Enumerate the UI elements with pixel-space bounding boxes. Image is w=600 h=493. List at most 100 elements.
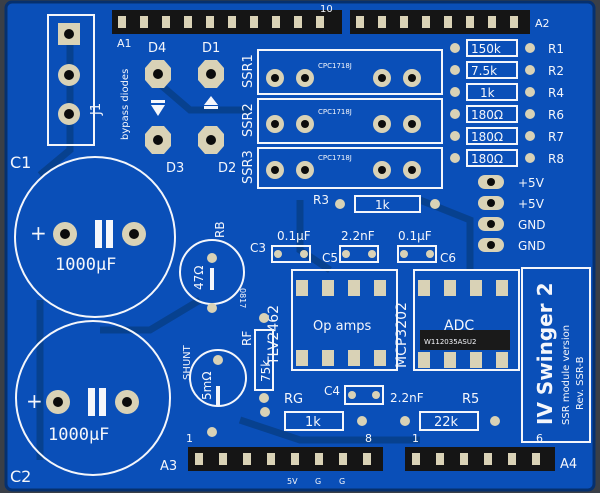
a3-label: A3 xyxy=(160,459,177,474)
r6-label: R6 xyxy=(548,108,564,122)
board-title: IV Swinger 2 xyxy=(533,283,557,425)
right-resistor-pads xyxy=(450,43,535,163)
right-resistor-bodies xyxy=(466,39,518,167)
rf-body xyxy=(254,329,274,391)
r3-pad-a xyxy=(335,199,345,209)
rb-bar xyxy=(210,268,214,290)
r5-pad-a xyxy=(400,416,410,426)
c1-outline xyxy=(14,156,176,318)
c2-pads xyxy=(46,388,139,416)
r5-label: R5 xyxy=(462,392,479,407)
adc-label: ADC xyxy=(444,318,474,334)
pcb-edge xyxy=(4,0,596,492)
c2-outline xyxy=(15,320,171,476)
header-a3 xyxy=(188,447,383,471)
header-pin-10: 10 xyxy=(320,4,333,15)
header-a4 xyxy=(405,447,555,471)
ssr2-part: CPC1718J xyxy=(318,108,352,116)
gnd-label-2: GND xyxy=(518,239,546,253)
c3-value: 0.1µF xyxy=(277,229,311,243)
j1-label: J1 xyxy=(89,103,104,116)
ssr3-label: SSR3 xyxy=(241,150,256,184)
d3-label: D3 xyxy=(166,161,184,176)
diode-pads xyxy=(145,60,224,154)
rg-pad-b xyxy=(357,416,367,426)
rf-pad-b xyxy=(259,393,269,403)
opamp-pads xyxy=(296,280,386,366)
header-a3-pins xyxy=(195,453,371,465)
r7-value: 180Ω xyxy=(471,130,503,144)
plus5v-label-1: +5V xyxy=(518,176,545,190)
header-a4-pins xyxy=(412,453,540,465)
bypass-diodes-label: bypass diodes xyxy=(120,69,131,140)
rf-label: RF xyxy=(240,331,254,346)
c5-value: 2.2nF xyxy=(341,229,375,243)
rf-value: 75k xyxy=(259,360,273,382)
c1-pads xyxy=(53,220,146,248)
rg-body xyxy=(284,411,344,431)
rg-value: 1k xyxy=(305,415,321,430)
r4-value: 1k xyxy=(480,86,495,100)
d4-label: D4 xyxy=(148,41,166,56)
c3-label: C3 xyxy=(250,241,266,255)
rb-value: 47Ω xyxy=(192,266,206,290)
adc-chip-marking: W112035ASU2 xyxy=(424,338,476,346)
r8-label: R8 xyxy=(548,152,564,166)
r5-pad-b xyxy=(490,416,500,426)
j1-pads xyxy=(58,23,80,125)
ssr-modules xyxy=(257,49,443,189)
a3-pin1-label: 1 xyxy=(186,432,193,445)
header-top-right xyxy=(350,10,530,34)
a3-via xyxy=(207,427,217,437)
ssr1-part: CPC1718J xyxy=(318,62,352,70)
r1-value: 150k xyxy=(471,42,501,56)
c4-pad-b xyxy=(372,391,380,399)
adc-footprint xyxy=(413,269,520,371)
a4-pin6-label: 6 xyxy=(536,432,543,445)
c2-value: 1000µF xyxy=(48,425,109,445)
r3-value: 1k xyxy=(375,198,390,212)
r5-value: 22k xyxy=(434,415,459,430)
c4-body xyxy=(344,385,384,405)
ssr1-label: SSR1 xyxy=(241,54,256,88)
ssr3-part: CPC1718J xyxy=(318,154,352,162)
header-top-pins xyxy=(118,16,518,28)
c5-label: C5 xyxy=(322,251,338,265)
power-pins xyxy=(478,175,504,252)
shunt-pad-a xyxy=(213,355,223,365)
c6-value: 0.1µF xyxy=(398,229,432,243)
r3-pad-b xyxy=(430,199,440,209)
a2-label: A2 xyxy=(535,17,550,30)
gnd-label-1: GND xyxy=(518,218,546,232)
title-box xyxy=(521,267,591,443)
c6-label: C6 xyxy=(440,251,456,265)
board-revision: Rev. SSR-B xyxy=(575,356,586,410)
mcp3202-label: MCP3202 xyxy=(394,302,410,368)
r6-value: 180Ω xyxy=(471,108,503,122)
r5-body xyxy=(419,411,479,431)
a4-label: A4 xyxy=(560,457,577,472)
pin-g2-label: G xyxy=(339,477,345,486)
r8-value: 180Ω xyxy=(471,152,503,166)
a4-pin1-label: 1 xyxy=(412,432,419,445)
shunt-value: 5mΩ xyxy=(200,372,214,401)
c1-value: 1000µF xyxy=(55,255,116,275)
rb-pad-a xyxy=(207,253,217,263)
d2-label: D2 xyxy=(218,161,236,176)
ssr2-label: SSR2 xyxy=(241,103,256,137)
shunt-label: SHUNT xyxy=(182,344,193,380)
a1-label: A1 xyxy=(117,37,132,50)
shunt-bar xyxy=(216,386,220,406)
rb-pad-b xyxy=(207,303,217,313)
board-subtitle: SSR module version xyxy=(561,325,572,425)
pin-g1-label: G xyxy=(315,477,321,486)
c1-label: C1 xyxy=(10,153,31,172)
header-top-left xyxy=(112,10,342,34)
small-caps xyxy=(271,245,437,263)
opamps-label: Op amps xyxy=(313,319,371,334)
c4-value: 2.2nF xyxy=(390,391,424,405)
r1-label: R1 xyxy=(548,42,564,56)
adc-pads xyxy=(418,280,508,368)
